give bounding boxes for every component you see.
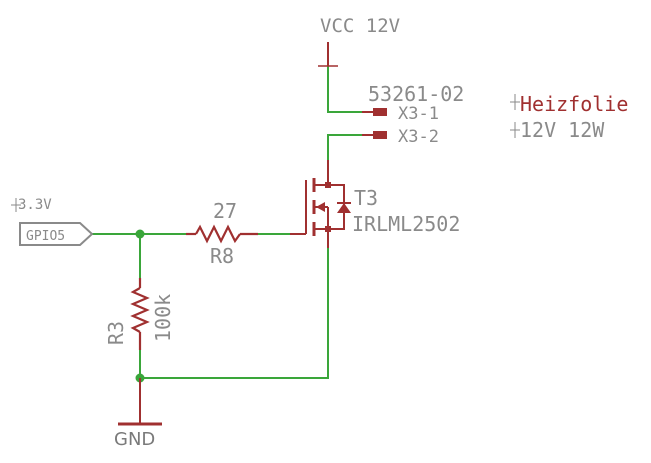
r8-value: 27 [213,199,237,223]
connector-pin1: X3-1 [398,104,439,124]
wire-source [140,248,329,379]
input-voltage: 3.3V [18,197,52,213]
connector-part: 53261-02 [368,82,464,106]
vcc-symbol [318,42,338,67]
mosfet-symbol [290,160,351,248]
load-name: Heizfolie [520,92,628,116]
junction-gpio [135,229,145,239]
mosfet-diode-triangle [337,203,351,213]
resistor-r8 [186,224,258,244]
mosfet-name: T3 [354,186,378,210]
r8-name: R8 [210,244,234,268]
connector-pin2: X3-2 [398,127,439,147]
vcc-label: VCC 12V [320,15,400,37]
gpio-label: GPIO5 [26,229,65,244]
mosfet-terminals [325,182,331,232]
load-rating: 12V 12W [520,118,605,142]
r3-value: 100k [151,294,175,342]
resistor-r3 [130,278,150,350]
r3-name: R3 [104,321,128,345]
load-marks [510,94,520,138]
ground-symbol [118,378,162,426]
wire-vcc [327,62,362,113]
mosfet-arrow [316,202,325,212]
ground-label: GND [114,429,155,450]
wire-drain [327,134,362,160]
connector-pins [362,108,387,139]
gpio-port [11,198,94,246]
mosfet-part: IRLML2502 [352,212,460,236]
